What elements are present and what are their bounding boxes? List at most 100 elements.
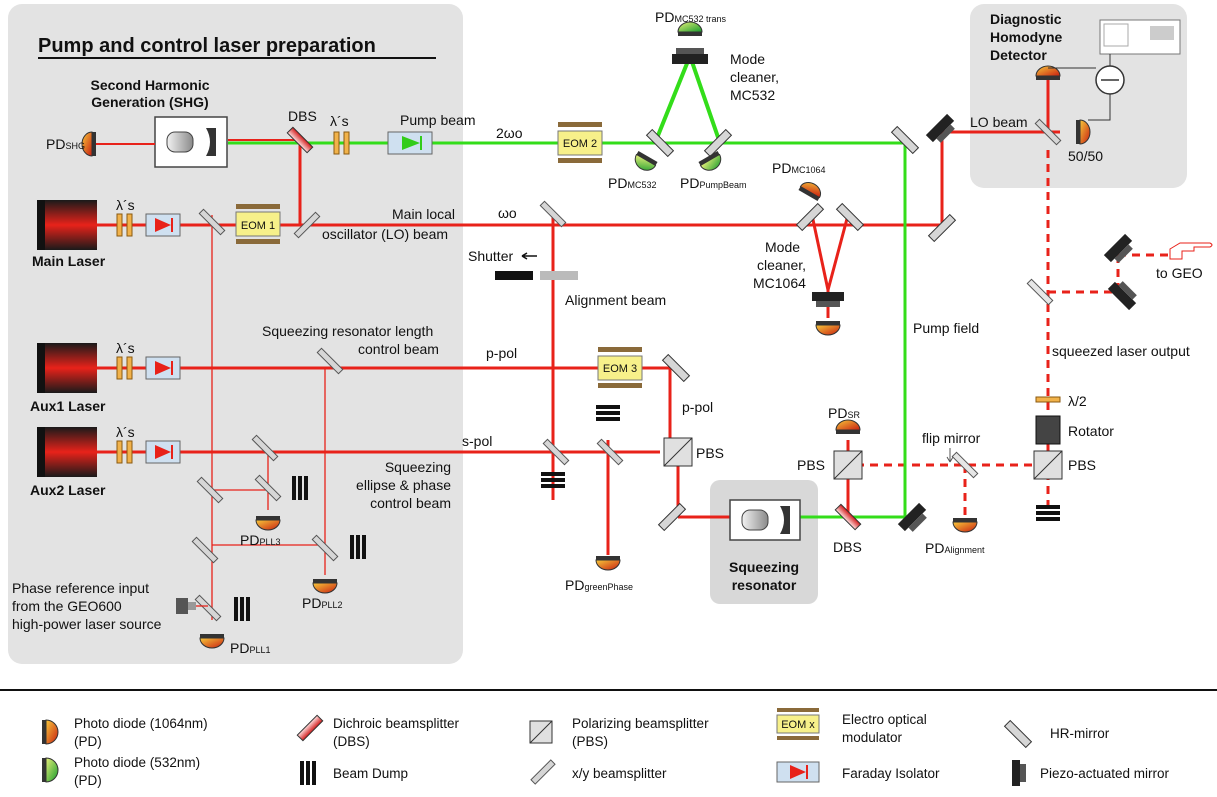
legend-pbs-2: (PBS) [572, 734, 608, 749]
fifty-fifty-label: 50/50 [1068, 148, 1103, 164]
main-laser-label: Main Laser [32, 253, 106, 269]
dbs-shg [286, 126, 314, 154]
squeezed-beam [856, 150, 1170, 515]
shg-label-2: Generation (SHG) [91, 94, 208, 110]
legend-pd532-icon [42, 757, 59, 783]
legend-dbs-1: Dichroic beamsplitter [333, 716, 460, 731]
pd-pll2-label: PDPLL2 [302, 595, 342, 611]
piezo-mirrors [672, 48, 1137, 532]
to-geo-label: to GEO [1156, 265, 1203, 281]
mc532-label-2: cleaner, [730, 69, 779, 85]
legend-faraday: Faraday Isolator [842, 766, 940, 781]
waveplate-label-main: λ´s [116, 197, 135, 213]
legend-dump-icon [300, 761, 316, 785]
pbs-cubes [663, 437, 1063, 480]
pump-field-label: Pump field [913, 320, 979, 336]
phase-ref-label-1: Phase reference input [12, 580, 149, 596]
pd-shg-label: PDSHG [46, 136, 85, 152]
main-lo-label-1: Main local [392, 206, 455, 222]
alignment-beam-label: Alignment beam [565, 292, 666, 308]
legend-faraday-icon [776, 761, 820, 783]
legend-pd532-2: (PD) [74, 773, 102, 788]
legend-eom-box-label: EOM x [781, 719, 815, 731]
mc532-label-3: MC532 [730, 87, 775, 103]
main-laser [37, 200, 97, 250]
mc1064-label-3: MC1064 [753, 275, 806, 291]
phase-ref-label-2: from the GEO600 [12, 598, 122, 614]
half-wave-label: λ/2 [1068, 393, 1087, 409]
pointing-hand-icon [1169, 242, 1213, 260]
rotator-label: Rotator [1068, 423, 1114, 439]
aux1-laser [37, 343, 97, 393]
shg-cavity [154, 116, 228, 168]
legend-hr: HR-mirror [1050, 726, 1110, 741]
legend-pbs-icon [529, 720, 553, 744]
legend-dbs-icon [296, 714, 324, 742]
flip-arrow-icon [946, 448, 954, 463]
eom-3-label: EOM 3 [603, 363, 637, 375]
omega-label: ωo [498, 205, 517, 221]
shutter-open [540, 271, 578, 280]
mc1064-label-1: Mode [765, 239, 800, 255]
waveplates [116, 131, 350, 464]
dbs-label-shg: DBS [288, 108, 317, 124]
pd-pumpbeam-label: PDPumpBeam [680, 175, 746, 191]
legend-pd1064-1: Photo diode (1064nm) [74, 716, 208, 731]
pd-pll1-label: PDPLL1 [230, 640, 270, 656]
panel-title: Pump and control laser preparation [38, 35, 376, 57]
squeezing-resonator [729, 499, 801, 541]
p-pol-label-1: p-pol [486, 345, 517, 361]
eom-2-label: EOM 2 [563, 138, 597, 150]
diag-title-2: Homodyne [990, 29, 1063, 45]
eom-3 [597, 347, 643, 388]
sq-res-label-2: resonator [732, 577, 797, 593]
spectrum-analyzer-icon [1099, 19, 1181, 55]
legend-hr-icon [1003, 719, 1033, 749]
pd-mc532-label: PDMC532 [608, 175, 656, 191]
shutter-label: Shutter [468, 248, 513, 264]
half-wave-plate [1035, 396, 1061, 403]
pd-pll3-label: PDPLL3 [240, 532, 280, 548]
main-lo-label-2: oscillator (LO) beam [322, 226, 448, 242]
waveplate-label-shg: λ´s [330, 113, 349, 129]
diag-title-3: Detector [990, 47, 1047, 63]
pd-1064-set [199, 65, 1091, 649]
lo-beam-label: LO beam [970, 114, 1028, 130]
legend-pd1064-2: (PD) [74, 734, 102, 749]
faraday-isolator-pump [387, 131, 433, 155]
red-beams [90, 80, 1060, 555]
legend-dbs-2: (DBS) [333, 734, 370, 749]
rotator [1035, 415, 1061, 445]
waveplate-label-aux2: λ´s [116, 424, 135, 440]
pd-alignment-label: PDAlignment [925, 540, 985, 556]
legend-eom-icon [776, 708, 820, 740]
pd-shg [81, 131, 96, 157]
legend-eom-1: Electro optical [842, 712, 927, 727]
beam-dumps [234, 405, 1060, 621]
sq-len-label-1: Squeezing resonator length [262, 323, 433, 339]
pump-control-panel [8, 4, 463, 664]
dbs-resonator [834, 503, 862, 531]
faraday-isolator-aux2 [145, 440, 181, 464]
sq-ell-label-3: control beam [370, 495, 451, 511]
two-omega-label: 2ωo [496, 125, 523, 141]
s-pol-label: s-pol [462, 433, 492, 449]
diag-title-1: Diagnostic [990, 11, 1062, 27]
pbs-label-3: PBS [1068, 457, 1096, 473]
legend-xy-icon [530, 759, 556, 785]
aux1-laser-label: Aux1 Laser [30, 398, 106, 414]
pd-mc532trans-label: PDMC532 trans [655, 9, 726, 25]
shutter-closed [495, 271, 533, 280]
flip-mirror-label: flip mirror [922, 430, 981, 446]
xy-beamsplitters [191, 118, 1062, 622]
aux2-laser [37, 427, 97, 477]
sq-len-label-2: control beam [358, 341, 439, 357]
mc1064-label-2: cleaner, [757, 257, 806, 273]
phase-ref-label-3: high-power laser source [12, 616, 162, 632]
faraday-isolator-aux1 [145, 356, 181, 380]
hr-mirrors [645, 125, 957, 532]
eom-1 [235, 204, 281, 244]
sq-ell-label-2: ellipse & phase [356, 477, 451, 493]
pbs-label-2: PBS [797, 457, 825, 473]
legend-piezo: Piezo-actuated mirror [1040, 766, 1170, 781]
